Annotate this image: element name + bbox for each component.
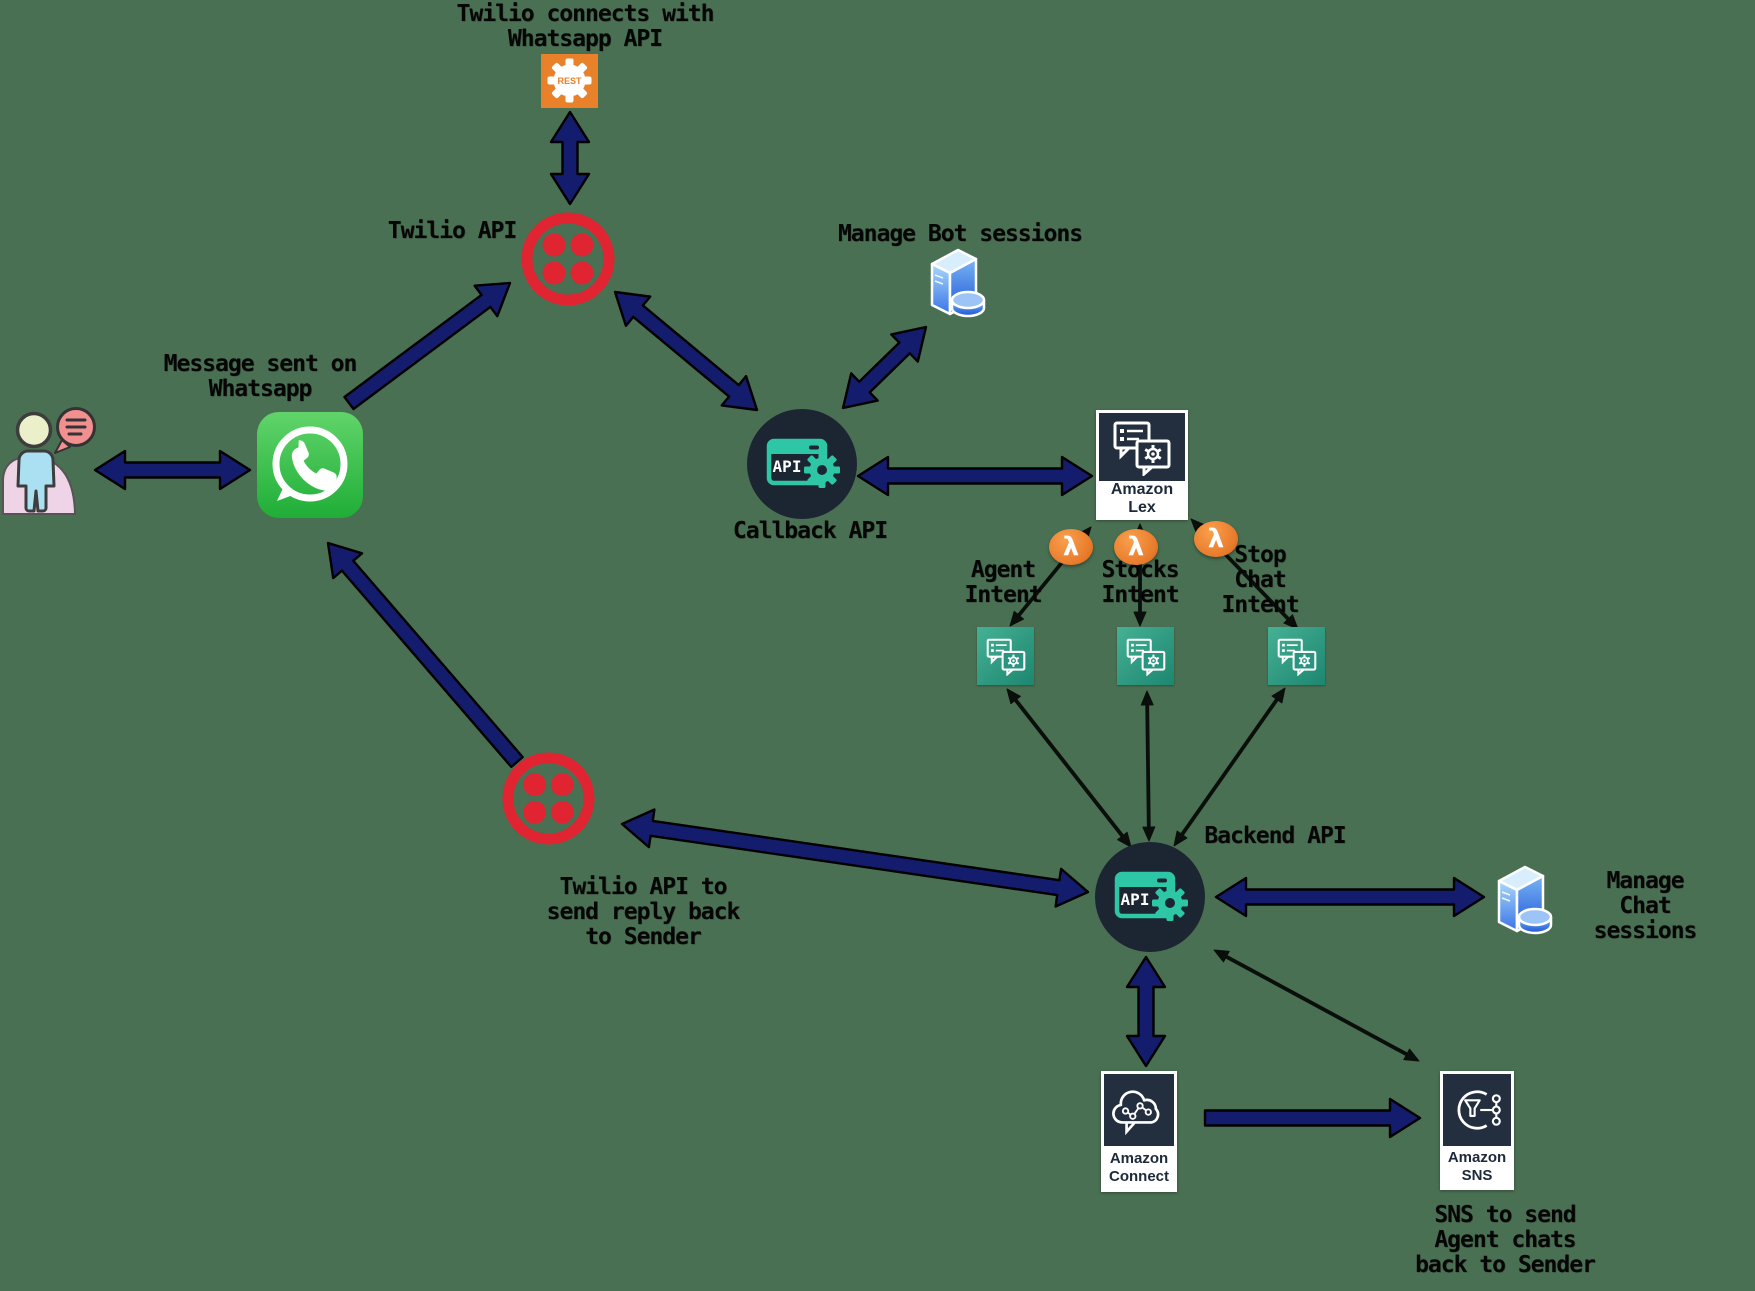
arrow-twilio2-backend bbox=[620, 808, 1090, 908]
phone-icon bbox=[291, 440, 337, 491]
lambda-icon-stocks: λ bbox=[1114, 529, 1158, 565]
label-manage-bot-sessions: Manage Bot sessions bbox=[837, 221, 1083, 247]
gear-icon bbox=[1152, 885, 1188, 921]
lex-intent-box-agent bbox=[977, 627, 1034, 685]
database-icon-bot-sessions bbox=[924, 242, 988, 326]
svg-text:REST: REST bbox=[557, 76, 582, 86]
lambda-icon-stop-chat: λ bbox=[1194, 521, 1238, 557]
arrow-user-whatsapp bbox=[93, 449, 252, 491]
user-body bbox=[16, 449, 56, 513]
amazon-connect-icon bbox=[1104, 1074, 1174, 1146]
arrow-stocksbox-backend bbox=[1140, 690, 1156, 842]
arrow-backend-connect bbox=[1125, 955, 1167, 1068]
arrow-callback-lex bbox=[856, 455, 1094, 497]
label-sns-to-sender: SNS to send Agent chats back to Sender bbox=[1415, 1202, 1596, 1278]
whatsapp-icon bbox=[257, 412, 363, 522]
amazon-sns-icon bbox=[1443, 1074, 1511, 1146]
arrow-backend-sns bbox=[1213, 949, 1420, 1062]
amazon-lex-label: Amazon Lex bbox=[1099, 481, 1185, 517]
backend-api-icon: API bbox=[1094, 841, 1206, 957]
user-head bbox=[15, 411, 53, 449]
label-backend-api: Backend API bbox=[1204, 823, 1346, 849]
arrow-connect-sns bbox=[1203, 1097, 1422, 1139]
amazon-sns-box: Amazon SNS bbox=[1440, 1071, 1514, 1190]
arrow-twilio2-whatsapp bbox=[326, 541, 524, 769]
gear-icon: REST bbox=[547, 58, 592, 103]
arrow-twilio-callback bbox=[613, 290, 759, 412]
twilio-logo-2 bbox=[501, 751, 596, 850]
amazon-connect-label: Amazon Connect bbox=[1104, 1146, 1174, 1189]
lex-intent-box-stop-chat bbox=[1268, 627, 1325, 685]
svg-text:API: API bbox=[1121, 890, 1150, 909]
label-message-sent: Message sent on Whatsapp bbox=[163, 351, 358, 402]
svg-text:API: API bbox=[773, 457, 802, 476]
arrow-agentbox-backend bbox=[1006, 688, 1132, 848]
lex-intent-box-stocks bbox=[1117, 627, 1174, 685]
label-twilio-api: Twilio API bbox=[387, 218, 517, 244]
arrow-backend-chatdb bbox=[1214, 876, 1486, 918]
arrow-stocksbox-lex bbox=[1133, 523, 1147, 627]
label-twilio-reply: Twilio API to send reply back to Sender bbox=[546, 874, 741, 950]
amazon-lex-box: Amazon Lex bbox=[1096, 410, 1188, 520]
amazon-lex-icon bbox=[1099, 413, 1185, 481]
callback-api-icon: API bbox=[746, 408, 858, 524]
amazon-sns-label: Amazon SNS bbox=[1443, 1146, 1511, 1187]
label-manage-chat-sessions: Manage Chat sessions bbox=[1593, 868, 1698, 944]
label-stocks-intent: Stocks Intent bbox=[1101, 557, 1179, 608]
speech-bubble-icon bbox=[54, 407, 96, 454]
gear-icon bbox=[804, 452, 840, 488]
arrow-stopbox-backend bbox=[1173, 687, 1286, 847]
user-icon bbox=[0, 403, 102, 521]
arrow-callback-botdb bbox=[841, 325, 928, 410]
label-stop-chat-intent: Stop Chat Intent bbox=[1221, 542, 1299, 618]
twilio-logo bbox=[520, 211, 616, 311]
lambda-icon-agent: λ bbox=[1049, 529, 1093, 565]
amazon-connect-box: Amazon Connect bbox=[1101, 1071, 1177, 1192]
rest-api-icon: REST bbox=[541, 54, 598, 112]
label-agent-intent: Agent Intent bbox=[964, 557, 1042, 608]
label-twilio-connects: Twilio connects with Whatsapp API bbox=[456, 1, 715, 52]
arrow-whatsapp-twilio bbox=[343, 281, 512, 411]
database-icon-chat-sessions bbox=[1491, 859, 1555, 943]
label-callback-api: Callback API bbox=[732, 518, 888, 544]
arrow-rest-twilio bbox=[549, 110, 591, 206]
